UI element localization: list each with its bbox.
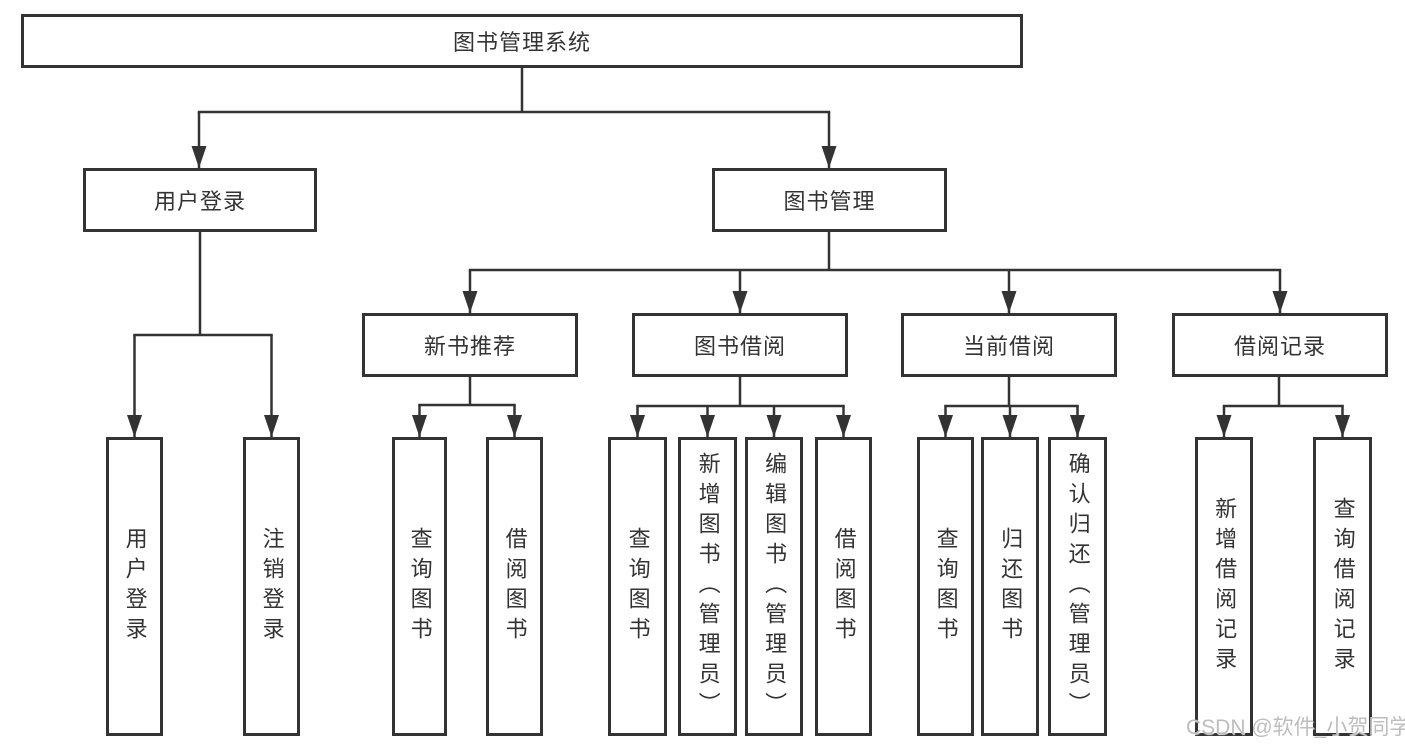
node-book-borrow: 图书借阅 bbox=[632, 313, 848, 377]
node-borrow-records: 借阅记录 bbox=[1172, 313, 1388, 377]
node-borrow-records-label: 借阅记录 bbox=[1233, 334, 1326, 359]
leaf-current-query-books: 查询图书 bbox=[917, 437, 974, 736]
leaf-recommend-borrow-books: 借阅图书 bbox=[486, 437, 543, 736]
leaf-recommend-query-books: 查询图书 bbox=[392, 437, 447, 736]
leaf-current-confirm-return-admin: 确认归还（管理员） bbox=[1048, 437, 1107, 736]
node-book-management: 图书管理 bbox=[712, 168, 947, 232]
node-book-borrow-label: 图书借阅 bbox=[693, 334, 786, 359]
node-root-label: 图书管理系统 bbox=[452, 30, 591, 55]
leaf-logout-login-label: 注销登录 bbox=[259, 526, 285, 647]
leaf-current-return-books-label: 归还图书 bbox=[998, 526, 1024, 647]
leaf-borrow-edit-books-admin: 编辑图书（管理员） bbox=[745, 437, 803, 736]
leaf-records-query-borrow-record-label: 查询借阅记录 bbox=[1330, 496, 1356, 677]
leaf-recommend-query-books-label: 查询图书 bbox=[407, 526, 433, 647]
leaf-logout-login: 注销登录 bbox=[243, 437, 300, 736]
node-book-management-label: 图书管理 bbox=[783, 189, 876, 214]
leaf-records-add-borrow-record-label: 新增借阅记录 bbox=[1212, 496, 1238, 677]
leaf-borrow-query-books: 查询图书 bbox=[608, 437, 667, 736]
leaf-borrow-borrow-books: 借阅图书 bbox=[815, 437, 872, 736]
node-user-login-label: 用户登录 bbox=[153, 189, 246, 214]
node-current-borrow-label: 当前借阅 bbox=[962, 334, 1055, 359]
leaf-current-query-books-label: 查询图书 bbox=[933, 526, 959, 647]
leaf-borrow-add-books-admin-label: 新增图书（管理员） bbox=[695, 451, 721, 722]
leaf-borrow-add-books-admin: 新增图书（管理员） bbox=[678, 437, 737, 736]
leaf-records-query-borrow-record: 查询借阅记录 bbox=[1313, 437, 1372, 736]
leaf-borrow-query-books-label: 查询图书 bbox=[625, 526, 651, 647]
leaf-borrow-edit-books-admin-label: 编辑图书（管理员） bbox=[762, 451, 788, 722]
leaf-user-login-label: 用户登录 bbox=[122, 526, 148, 647]
leaf-current-return-books: 归还图书 bbox=[981, 437, 1039, 736]
leaf-borrow-borrow-books-label: 借阅图书 bbox=[831, 526, 857, 647]
node-root: 图书管理系统 bbox=[21, 14, 1023, 68]
leaf-current-confirm-return-admin-label: 确认归还（管理员） bbox=[1065, 451, 1091, 722]
node-user-login: 用户登录 bbox=[83, 168, 317, 232]
node-new-book-recommend: 新书推荐 bbox=[362, 313, 578, 377]
node-new-book-recommend-label: 新书推荐 bbox=[423, 334, 516, 359]
watermark-text: CSDN @软件_小贺同学 bbox=[1186, 716, 1405, 739]
node-current-borrow: 当前借阅 bbox=[901, 313, 1117, 377]
connector-skeleton bbox=[133, 66, 1344, 408]
leaf-records-add-borrow-record: 新增借阅记录 bbox=[1195, 437, 1253, 736]
leaf-user-login: 用户登录 bbox=[106, 437, 163, 736]
leaf-recommend-borrow-books-label: 借阅图书 bbox=[502, 526, 528, 647]
